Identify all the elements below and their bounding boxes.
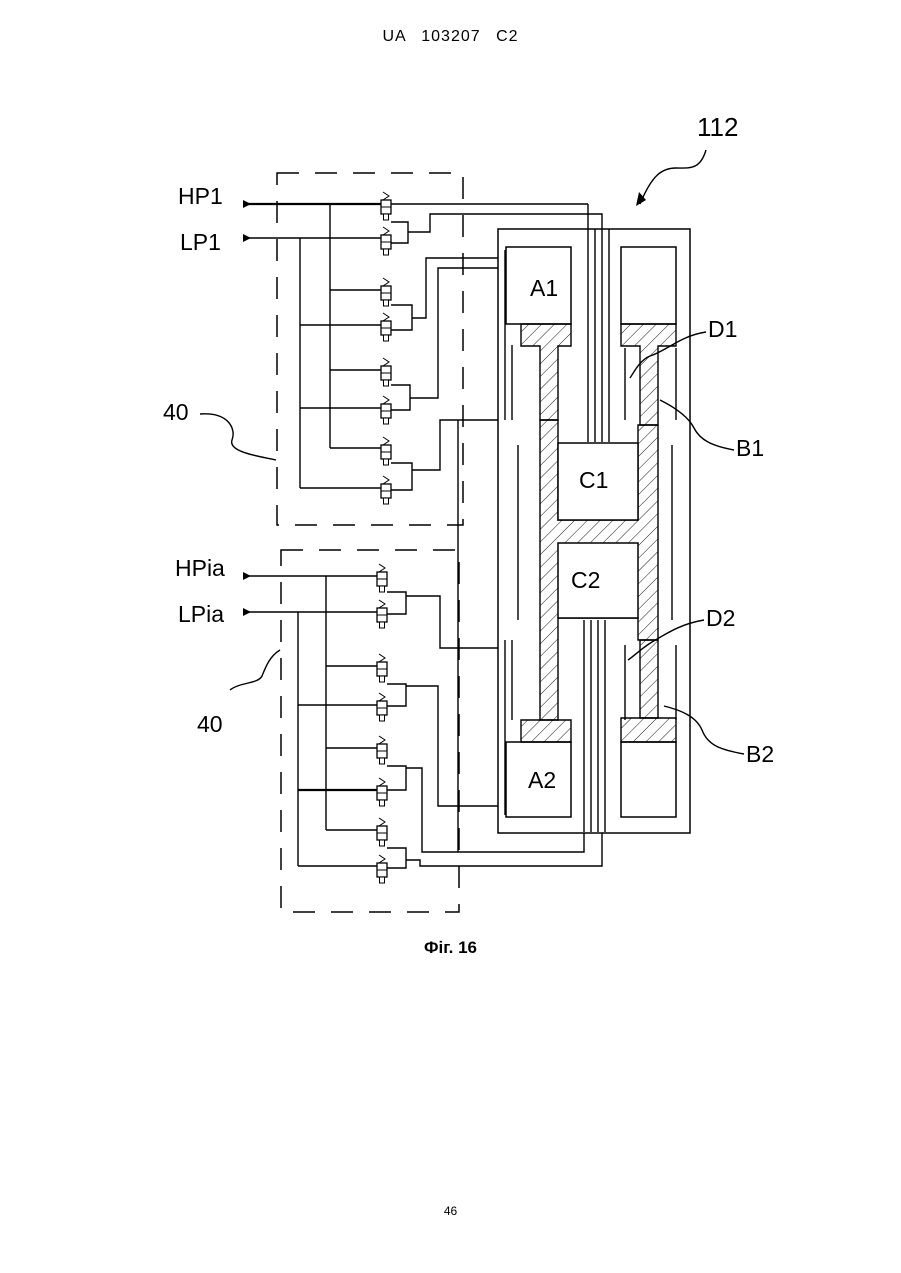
page-number: 46 [0, 1204, 901, 1218]
piston-d2 [521, 720, 571, 742]
part-d1-label: D1 [708, 316, 737, 342]
reference-112: 112 [697, 112, 738, 142]
chamber-a2-label: A2 [528, 767, 556, 793]
chamber-c2-label: C2 [571, 567, 600, 593]
reference-40-bottom: 40 [197, 711, 223, 737]
input-hp1-label: HP1 [178, 183, 223, 209]
reference-40-top: 40 [163, 399, 189, 425]
part-b1-label: B1 [736, 435, 764, 461]
valve-group-bottom [281, 550, 459, 912]
input-hpia-label: HPia [175, 555, 225, 581]
chamber-c1-label: C1 [579, 467, 608, 493]
input-lpia-label: LPia [178, 601, 224, 627]
part-b2-label: B2 [746, 741, 774, 767]
valve-group-top [277, 173, 463, 525]
part-d2-label: D2 [706, 605, 735, 631]
input-lp1-label: LP1 [180, 229, 221, 255]
figure-caption: Фіг. 16 [0, 938, 901, 958]
chamber-a1-label: A1 [530, 275, 558, 301]
